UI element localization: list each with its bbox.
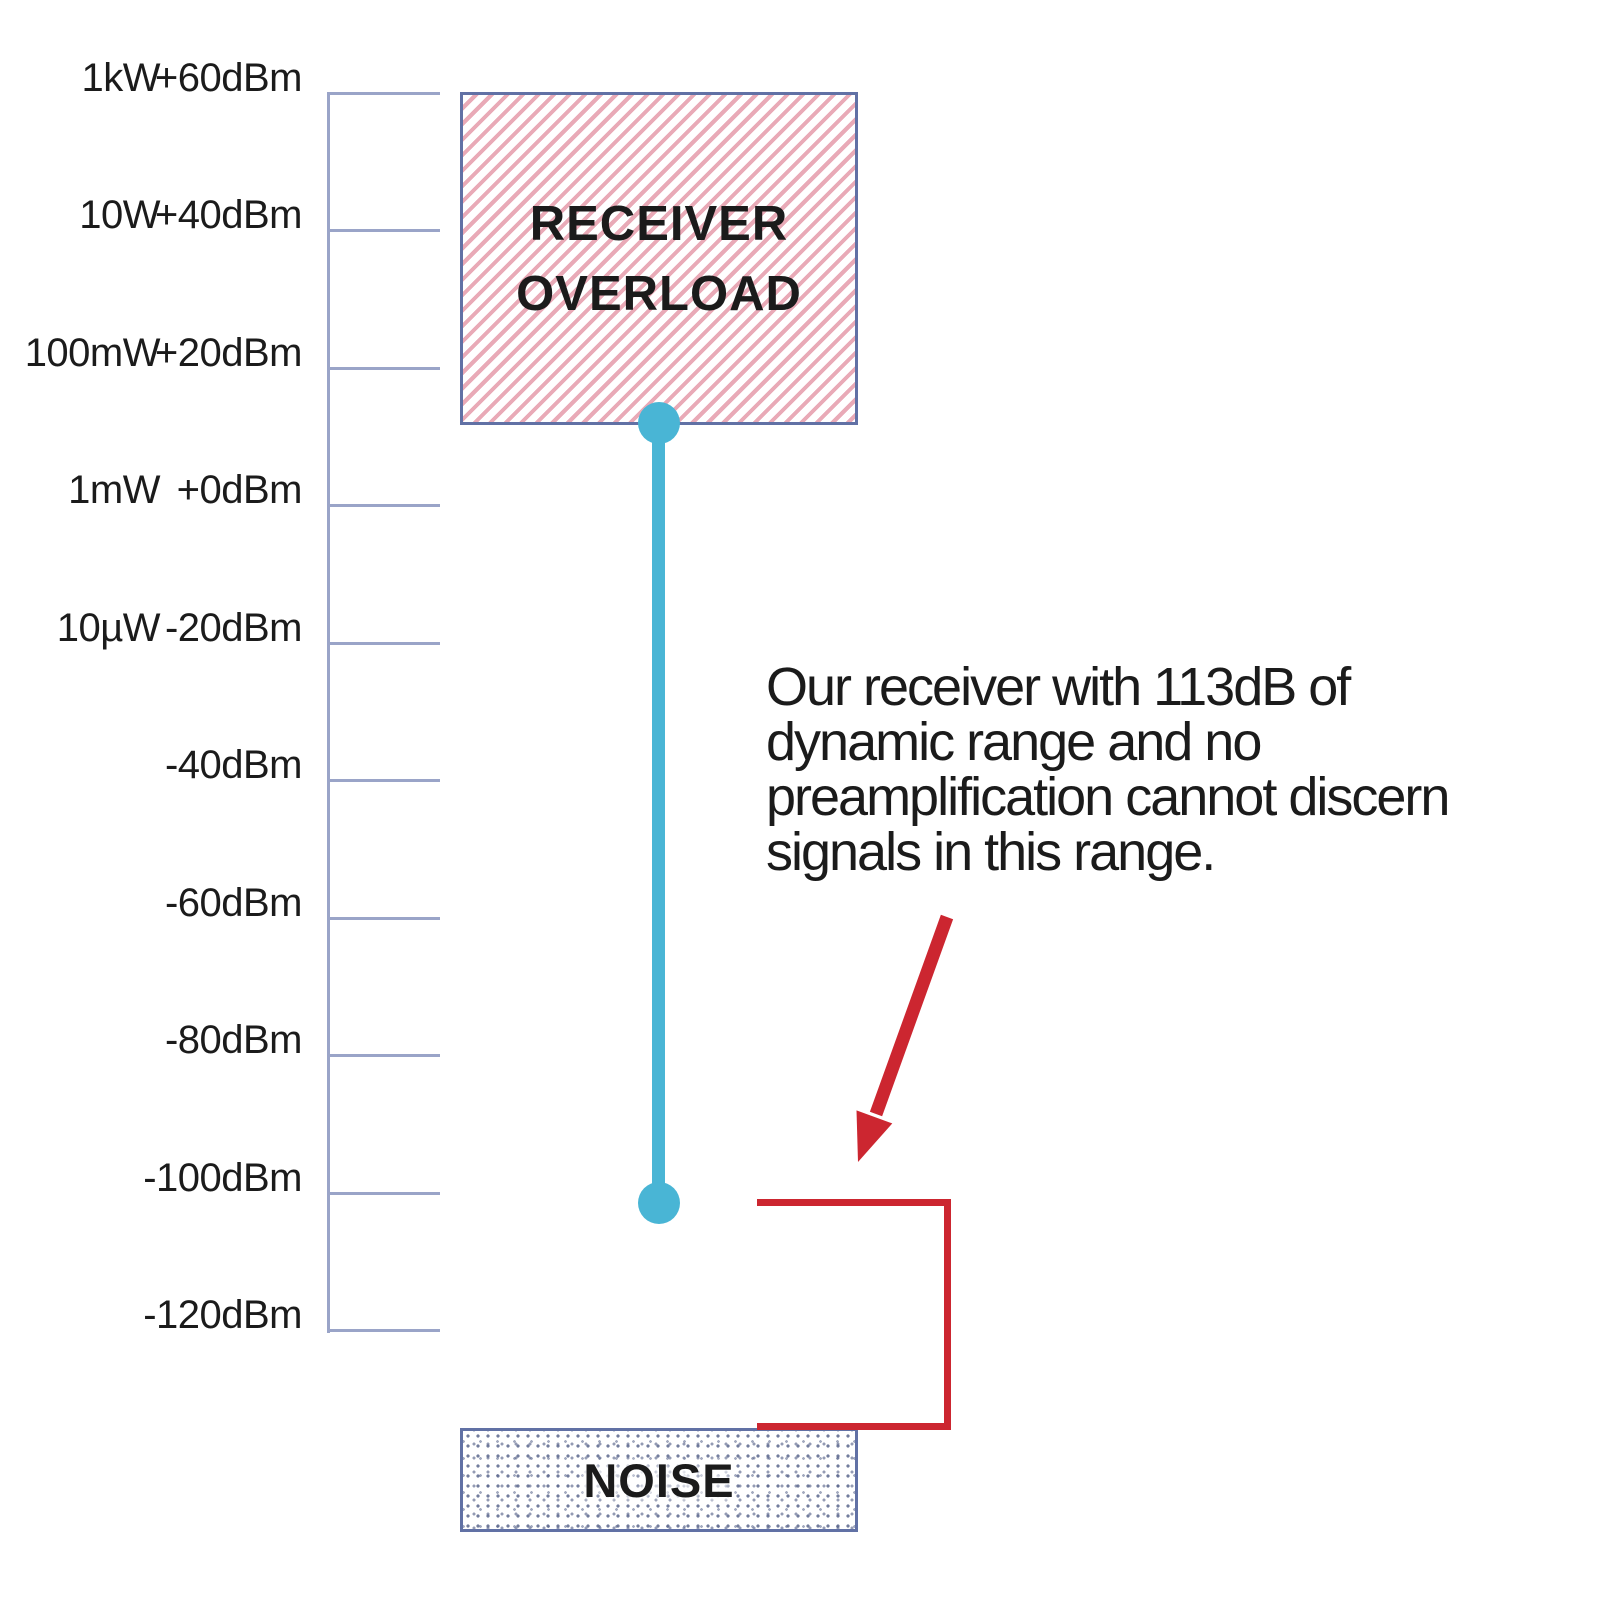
scale-tick-line xyxy=(327,779,440,783)
scale-tick-label: -100dBm xyxy=(0,1157,302,1199)
receiver-overload-zone: RECEIVER OVERLOAD xyxy=(460,92,858,425)
annotation-line: preamplification cannot discern xyxy=(766,767,1450,827)
scale-dbm-label: -80dBm xyxy=(164,1018,303,1063)
scale-dbm-label: -40dBm xyxy=(164,743,303,788)
annotation-arrow-icon xyxy=(856,914,954,1162)
scale-tick-label: -80dBm xyxy=(0,1018,303,1063)
scale-power-label: 1kW xyxy=(81,56,161,100)
scale-tick-label: 100mW+20dBm xyxy=(0,330,303,375)
scale-tick-label: 1mW +0dBm xyxy=(0,469,302,511)
scale-tick-label: -40dBm xyxy=(0,743,303,788)
noise-floor-zone: NOISE xyxy=(460,1428,858,1532)
scale-power-label: 10W xyxy=(79,193,160,238)
scale-tick-label: -120dBm xyxy=(0,1294,302,1336)
scale-tick-label: 10W+40dBm xyxy=(0,194,302,236)
annotation-line: Our receiver with 113dB of xyxy=(766,657,1351,717)
scale-tick-line xyxy=(327,1329,440,1332)
scale-dbm-label: +40dBm xyxy=(154,193,303,238)
scale-dbm-label: -100dBm xyxy=(143,1155,302,1200)
scale-tick-line xyxy=(327,1191,440,1195)
scale-tick-line xyxy=(327,229,440,233)
scale-tick-line xyxy=(327,92,440,95)
dynamic-range-bar xyxy=(652,423,665,1203)
scale-power-label: 10µW xyxy=(56,605,161,650)
scale-tick-line xyxy=(327,504,440,508)
scale-dbm-label: +60dBm xyxy=(154,56,303,100)
scale-tick-line xyxy=(327,1054,440,1058)
scale-tick-label: -60dBm xyxy=(0,880,303,925)
scale-tick-line xyxy=(327,641,440,645)
scale-dbm-label: +0dBm xyxy=(176,468,303,513)
scale-dbm-label: -60dBm xyxy=(164,880,303,925)
annotation-text: Our receiver with 113dB of dynamic range… xyxy=(766,660,1576,880)
noise-label: NOISE xyxy=(583,1453,735,1507)
receiver-overload-label-line1: RECEIVER xyxy=(529,196,789,251)
scale-tick-label: 1kW+60dBm xyxy=(0,56,303,100)
scale-power-label: 100mW xyxy=(24,330,161,375)
scale-axis-line xyxy=(327,93,330,1333)
undetectable-range-bracket xyxy=(757,1199,951,1430)
scale-dbm-label: -120dBm xyxy=(143,1293,302,1337)
receiver-overload-label-line2: OVERLOAD xyxy=(516,266,802,321)
scale-tick-line xyxy=(327,366,440,370)
scale-tick-line xyxy=(327,916,440,920)
scale-tick-label: 10µW-20dBm xyxy=(0,605,303,650)
annotation-line: signals in this range. xyxy=(766,822,1216,882)
scale-power-label: 1mW xyxy=(68,468,160,513)
dynamic-range-top-dot xyxy=(638,402,680,444)
scale-dbm-label: -20dBm xyxy=(164,605,303,650)
scale-dbm-label: +20dBm xyxy=(154,330,303,375)
annotation-line: dynamic range and no xyxy=(766,712,1262,772)
dynamic-range-bottom-dot xyxy=(638,1182,680,1224)
